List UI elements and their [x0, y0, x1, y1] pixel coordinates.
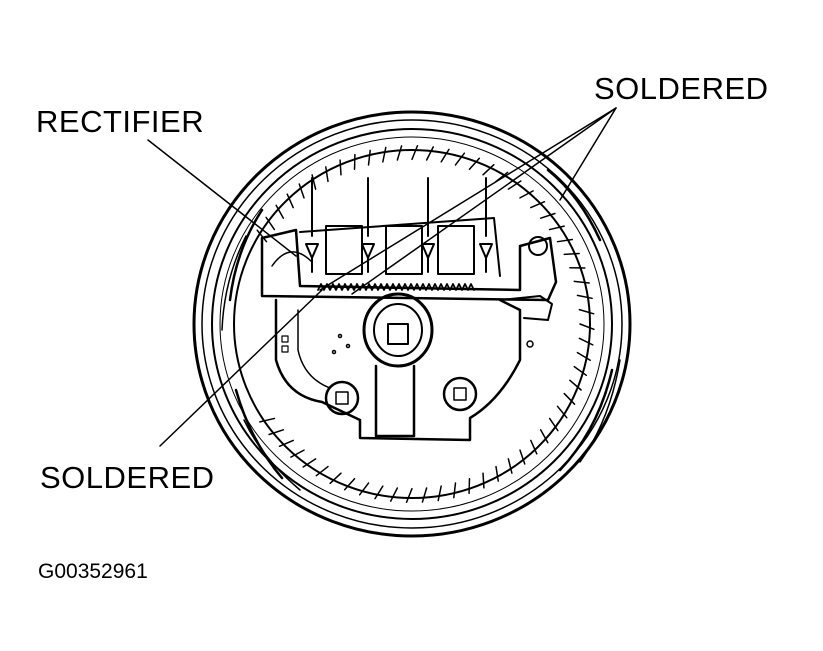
figure-id: G00352961: [38, 560, 148, 583]
soldered-label-top: SOLDERED: [594, 71, 769, 106]
stator-windings: [256, 144, 595, 504]
leader-lines: [147, 107, 617, 447]
brush-holder: [274, 292, 553, 442]
soldered-label-bottom: SOLDERED: [40, 460, 215, 495]
rectifier-label: RECTIFIER: [36, 104, 205, 139]
rectifier-assembly: [260, 177, 558, 302]
stator-housing: [192, 110, 632, 538]
